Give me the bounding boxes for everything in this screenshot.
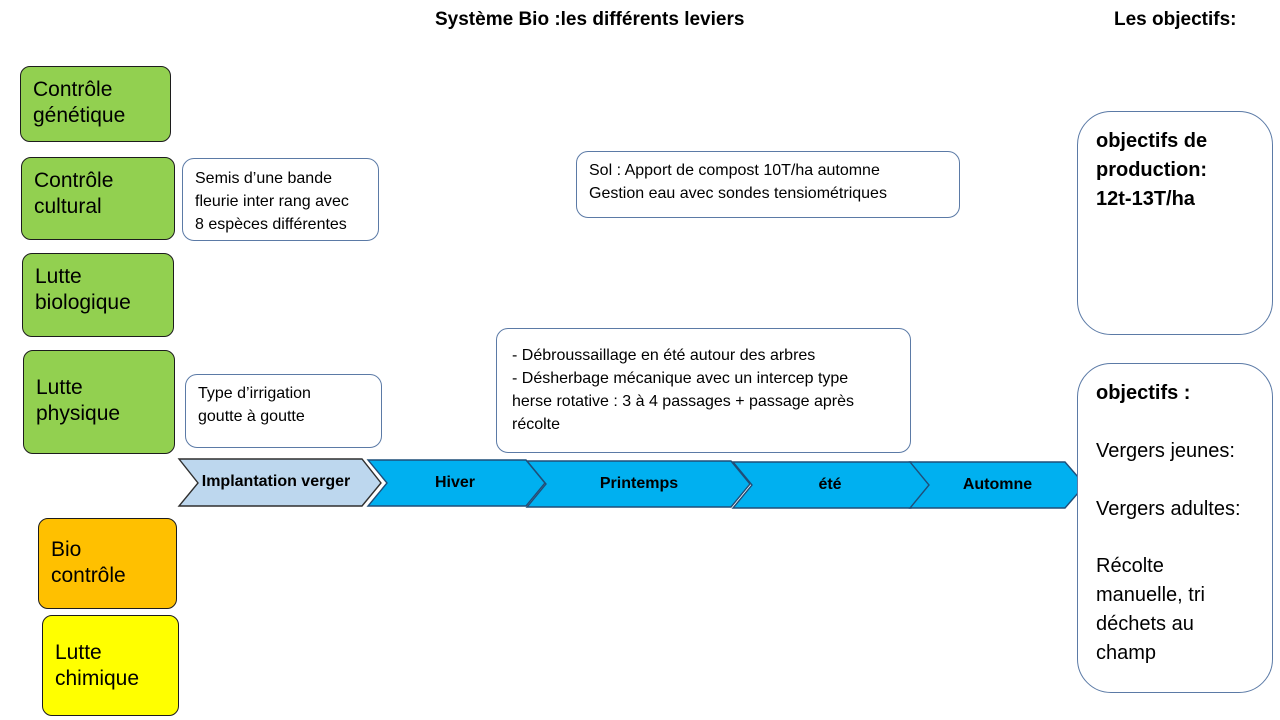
- lever-controle-genetique: Contrôle génétique: [20, 66, 171, 142]
- note-line: goutte à goutte: [198, 408, 305, 425]
- timeline-label-ete: été: [818, 476, 842, 493]
- lever-lutte-biologique: Lutte biologique: [22, 253, 174, 337]
- objective-harvest-line: déchets au: [1096, 613, 1194, 635]
- page-title: Système Bio :les différents leviers: [435, 9, 745, 30]
- note-line: herse rotative : 3 à 4 passages + passag…: [512, 393, 854, 410]
- objective-line: 12t-13T/ha: [1096, 188, 1195, 210]
- timeline-step-automne: [908, 461, 1086, 509]
- note-line: Semis d’une bande: [195, 170, 332, 187]
- objective-harvest-line: Récolte: [1096, 555, 1164, 577]
- lever-bio-controle: Bio contrôle: [38, 518, 177, 609]
- objective-heading: objectifs :: [1096, 382, 1191, 404]
- lever-label-line: Contrôle: [33, 78, 113, 101]
- timeline-step-implantation: [177, 458, 382, 507]
- note-line: Gestion eau avec sondes tensiométriques: [589, 185, 887, 202]
- objectives-production: objectifs de production: 12t-13T/ha: [1077, 111, 1273, 335]
- objective-young-orchards: Vergers jeunes:: [1096, 440, 1235, 462]
- lever-label-line: biologique: [35, 291, 131, 314]
- lever-label-line: Lutte: [35, 265, 82, 288]
- lever-label-line: génétique: [33, 104, 126, 127]
- objective-adult-orchards: Vergers adultes:: [1096, 498, 1241, 520]
- note-bande-fleurie: Semis d’une bande fleurie inter rang ave…: [182, 158, 379, 241]
- lever-label-line: cultural: [34, 195, 102, 218]
- note-line: 8 espèces différentes: [195, 216, 347, 233]
- objective-line: objectifs de: [1096, 130, 1208, 152]
- note-line: fleurie inter rang avec: [195, 193, 349, 210]
- note-irrigation: Type d’irrigation goutte à goutte: [185, 374, 382, 448]
- timeline-step-printemps: [525, 460, 751, 508]
- objectives-title: Les objectifs:: [1114, 9, 1237, 30]
- lever-lutte-physique: Lutte physique: [23, 350, 175, 454]
- note-line: - Débroussaillage en été autour des arbr…: [512, 347, 816, 364]
- note-line: - Désherbage mécanique avec un intercep …: [512, 370, 849, 387]
- lever-label-line: Lutte: [55, 641, 102, 664]
- lever-label-line: Contrôle: [34, 169, 114, 192]
- note-entretien: - Débroussaillage en été autour des arbr…: [496, 328, 911, 453]
- objective-harvest-line: champ: [1096, 642, 1157, 664]
- lever-label-line: contrôle: [51, 564, 126, 587]
- lever-label-line: Lutte: [36, 376, 83, 399]
- note-line: Sol : Apport de compost 10T/ha automne: [589, 162, 880, 179]
- timeline-label-automne: Automne: [962, 476, 1033, 493]
- lever-controle-cultural: Contrôle cultural: [21, 157, 175, 240]
- lever-label-line: Bio: [51, 538, 82, 561]
- lever-label-line: chimique: [55, 667, 140, 690]
- note-line: Type d’irrigation: [198, 385, 311, 402]
- objectives-general: objectifs : Vergers jeunes: Vergers adul…: [1077, 363, 1273, 693]
- timeline-step-hiver: [366, 459, 546, 507]
- objective-line: production:: [1096, 159, 1208, 181]
- timeline-label-implantation: Implantation verger: [201, 473, 351, 490]
- lever-lutte-chimique: Lutte chimique: [42, 615, 179, 716]
- note-sol: Sol : Apport de compost 10T/ha automne G…: [576, 151, 960, 218]
- note-line: récolte: [512, 416, 561, 433]
- timeline-label-hiver: Hiver: [434, 474, 476, 491]
- lever-label-line: physique: [36, 402, 121, 425]
- timeline-label-printemps: Printemps: [599, 475, 679, 492]
- objective-harvest-line: manuelle, tri: [1096, 584, 1205, 606]
